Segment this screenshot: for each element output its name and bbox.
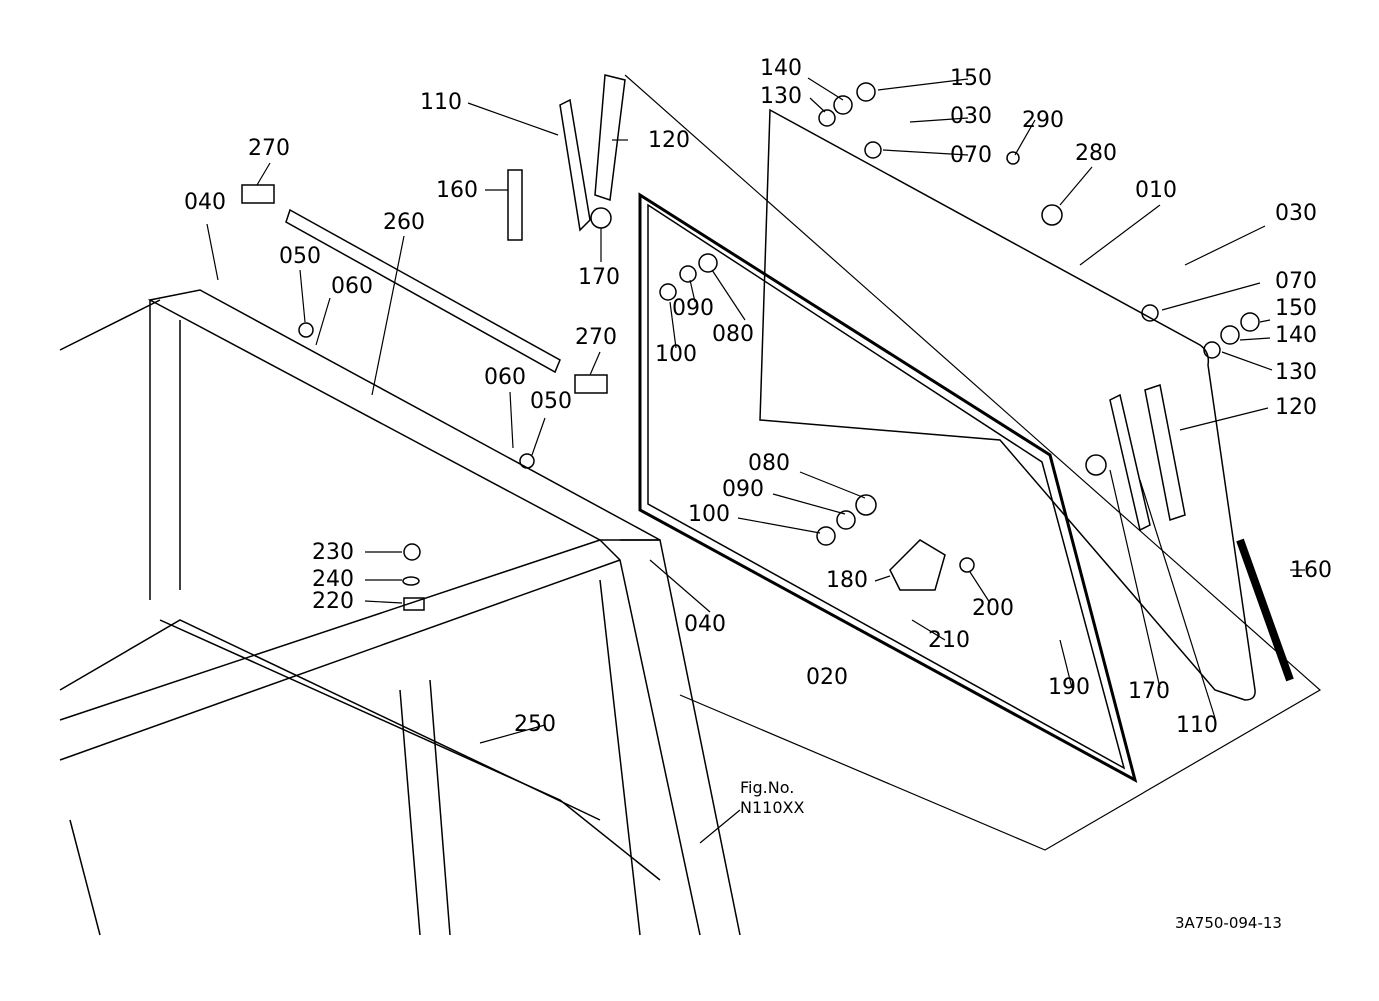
callout-170: 170	[578, 265, 620, 290]
explode-outline	[624, 74, 1322, 851]
washer-140b	[1220, 325, 1240, 345]
callout-050: 050	[279, 244, 321, 269]
callout-140: 140	[760, 56, 802, 81]
callout-240: 240	[312, 567, 354, 592]
figure-number: Fig.No. N110XX	[740, 778, 804, 818]
callout-100: 100	[688, 502, 730, 527]
grommet-280	[1041, 204, 1063, 226]
callout-070: 070	[950, 143, 992, 168]
nut-100a	[659, 283, 677, 301]
callout-130: 130	[760, 84, 802, 109]
callout-220: 220	[312, 589, 354, 614]
bolt-230	[403, 543, 421, 561]
callout-110: 110	[1176, 713, 1218, 738]
washer-080a	[698, 253, 718, 273]
seal-frame-020	[638, 192, 1138, 783]
spacer-070a	[864, 141, 882, 159]
block-270b	[574, 374, 608, 394]
callout-120: 120	[1275, 395, 1317, 420]
callout-060: 060	[484, 365, 526, 390]
callout-160: 160	[1290, 558, 1332, 583]
hinge-110a	[559, 98, 591, 232]
washer-050b	[519, 453, 535, 469]
leader-lines	[206, 77, 1305, 844]
washer-240	[402, 576, 420, 586]
cab-frame	[59, 289, 741, 936]
callout-170: 170	[1128, 679, 1170, 704]
washer-050a	[298, 322, 314, 338]
callout-200: 200	[972, 596, 1014, 621]
callout-190: 190	[1048, 675, 1090, 700]
gas-strut-160a	[507, 169, 523, 241]
spacer-070b	[1141, 304, 1159, 322]
block-220	[403, 597, 425, 611]
callout-210: 210	[928, 628, 970, 653]
hinge-110b	[1109, 393, 1151, 532]
callout-080: 080	[748, 451, 790, 476]
callout-230: 230	[312, 540, 354, 565]
callout-270: 270	[248, 136, 290, 161]
cap-290	[1006, 151, 1020, 165]
callout-040: 040	[684, 612, 726, 637]
callout-060: 060	[331, 274, 373, 299]
nut-170b	[1085, 454, 1107, 476]
nut-100b	[816, 526, 836, 546]
drawing-code: 3A750-094-13	[1175, 914, 1282, 932]
bar-260	[285, 208, 561, 374]
callout-260: 260	[383, 210, 425, 235]
grommet-150b	[1240, 312, 1260, 332]
callout-070: 070	[1275, 269, 1317, 294]
bracket-120a	[594, 74, 626, 202]
washer-090a	[679, 265, 697, 283]
washer-080b	[855, 494, 877, 516]
callout-110: 110	[420, 90, 462, 115]
nut-130b	[1203, 341, 1221, 359]
callout-130: 130	[1275, 360, 1317, 385]
callout-100: 100	[655, 342, 697, 367]
block-270a	[241, 184, 275, 204]
latch-180	[889, 539, 946, 591]
fig-label: Fig.No.	[740, 778, 795, 797]
callout-160: 160	[436, 178, 478, 203]
callout-120: 120	[648, 128, 690, 153]
callout-290: 290	[1022, 108, 1064, 133]
washer-200	[959, 557, 975, 573]
callout-080: 080	[712, 322, 754, 347]
callout-280: 280	[1075, 141, 1117, 166]
callout-180: 180	[826, 568, 868, 593]
callout-030: 030	[950, 104, 992, 129]
grommet-150a	[856, 82, 876, 102]
bracket-120b	[1144, 384, 1186, 521]
fig-number: N110XX	[740, 798, 805, 817]
callout-140: 140	[1275, 323, 1317, 348]
callout-150: 150	[1275, 296, 1317, 321]
washer-140a	[833, 95, 853, 115]
callout-090: 090	[722, 477, 764, 502]
washer-090b	[836, 510, 856, 530]
callout-040: 040	[184, 190, 226, 215]
callout-250: 250	[514, 712, 556, 737]
callout-010: 010	[1135, 178, 1177, 203]
glass-panel-010	[759, 108, 1256, 701]
callout-050: 050	[530, 389, 572, 414]
callout-270: 270	[575, 325, 617, 350]
gas-strut-160b	[1236, 538, 1294, 682]
callout-020: 020	[806, 665, 848, 690]
callout-030: 030	[1275, 201, 1317, 226]
callout-150: 150	[950, 66, 992, 91]
nut-130a	[818, 109, 836, 127]
callout-090: 090	[672, 296, 714, 321]
nut-170a	[590, 207, 612, 229]
